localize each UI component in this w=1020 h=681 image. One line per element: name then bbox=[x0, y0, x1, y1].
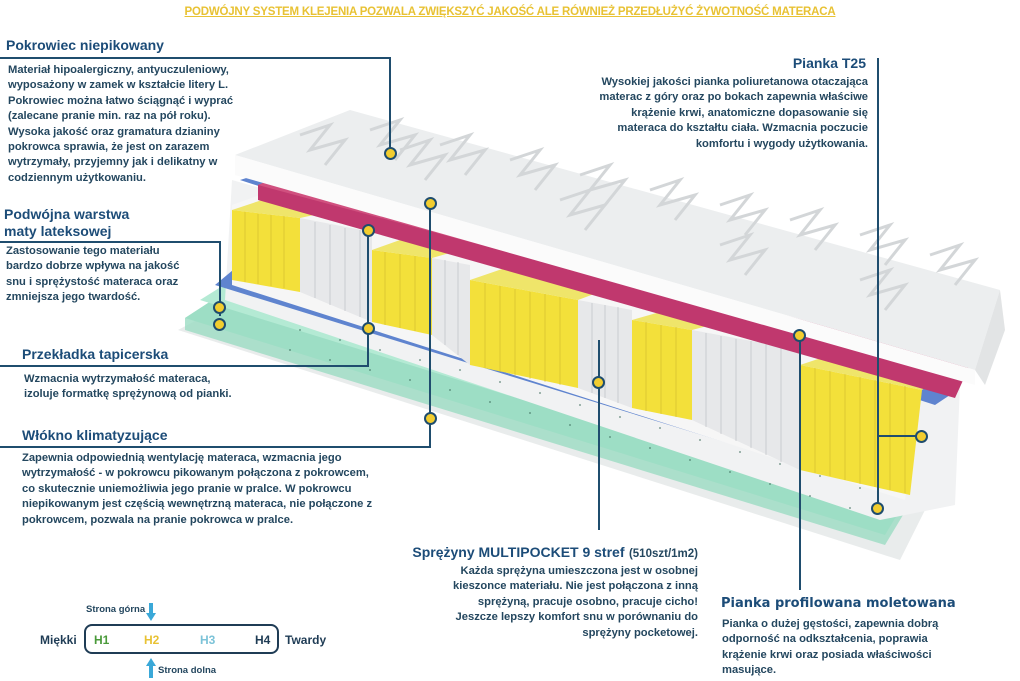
separator-leader-line bbox=[0, 365, 369, 367]
fiber-marker-dot-2 bbox=[424, 412, 437, 425]
cover-description: Materiał hipoalergiczny, antyuczuleniowy… bbox=[8, 64, 234, 184]
foam-t25-description: Wysokiej jakości pianka poliuretanowa ot… bbox=[599, 76, 868, 150]
latex-leader-line bbox=[0, 241, 220, 243]
soft-label: Miękki bbox=[40, 633, 77, 647]
profiled-marker-dot bbox=[793, 329, 806, 342]
springs-title: Sprężyny MULTIPOCKET 9 stref bbox=[412, 544, 625, 560]
fiber-title: Włókno klimatyzujące bbox=[22, 427, 168, 443]
hard-label: Twardy bbox=[285, 633, 327, 647]
cover-marker-dot bbox=[384, 147, 397, 160]
separator-title: Przekładka tapicerska bbox=[22, 346, 169, 362]
profiled-leader-line bbox=[799, 340, 801, 590]
foam-t25-leader-branch bbox=[879, 435, 917, 437]
latex-marker-dot-1 bbox=[213, 301, 226, 314]
cover-title: Pokrowiec niepikowany bbox=[6, 37, 164, 53]
latex-leader-line-v bbox=[219, 241, 221, 316]
foam-t25-title: Pianka T25 bbox=[792, 55, 866, 71]
hardness-h3: H3 bbox=[200, 633, 216, 647]
springs-leader-line bbox=[598, 340, 600, 530]
fiber-marker-dot-1 bbox=[424, 197, 437, 210]
cover-leader-line-v bbox=[389, 57, 391, 153]
separator-marker-dot-2 bbox=[362, 322, 375, 335]
springs-density: (510szt/1m2) bbox=[628, 548, 698, 560]
fiber-description: Zapewnia odpowiednią wentylację materaca… bbox=[22, 452, 373, 526]
separator-description: Wzmacnia wytrzymałość materaca,izoluje f… bbox=[24, 373, 232, 401]
hardness-h4: H4 bbox=[255, 633, 271, 647]
foam-t25-leader-line bbox=[877, 58, 879, 505]
foam-t25-marker-dot-2 bbox=[871, 502, 884, 515]
separator-leader-line-v bbox=[367, 230, 369, 367]
fiber-leader-line bbox=[0, 446, 431, 448]
hardness-h2: H2 bbox=[144, 633, 160, 647]
bottom-side-label: Strona dolna bbox=[158, 665, 217, 676]
springs-title-row: Sprężyny MULTIPOCKET 9 stref (510szt/1m2… bbox=[395, 544, 698, 562]
fiber-leader-line-v bbox=[429, 205, 431, 448]
hardness-h1: H1 bbox=[94, 633, 110, 647]
top-side-label: Strona górna bbox=[86, 604, 146, 615]
hardness-scale bbox=[84, 624, 279, 654]
profiled-title: Pianka profilowana moletowana bbox=[721, 596, 956, 611]
bottom-side-arrow-icon bbox=[146, 658, 156, 678]
separator-marker-dot-1 bbox=[362, 224, 375, 237]
springs-description: Każda sprężyna umieszczona jest w osobne… bbox=[453, 565, 698, 639]
banner-headline: PODWÓJNY SYSTEM KLEJENIA POZWALA ZWIĘKSZ… bbox=[184, 6, 836, 18]
foam-t25-marker-dot-1 bbox=[915, 430, 928, 443]
latex-marker-dot-2 bbox=[213, 318, 226, 331]
top-side-arrow-icon bbox=[146, 603, 156, 621]
cover-leader-line bbox=[0, 57, 390, 59]
springs-marker-dot bbox=[592, 376, 605, 389]
